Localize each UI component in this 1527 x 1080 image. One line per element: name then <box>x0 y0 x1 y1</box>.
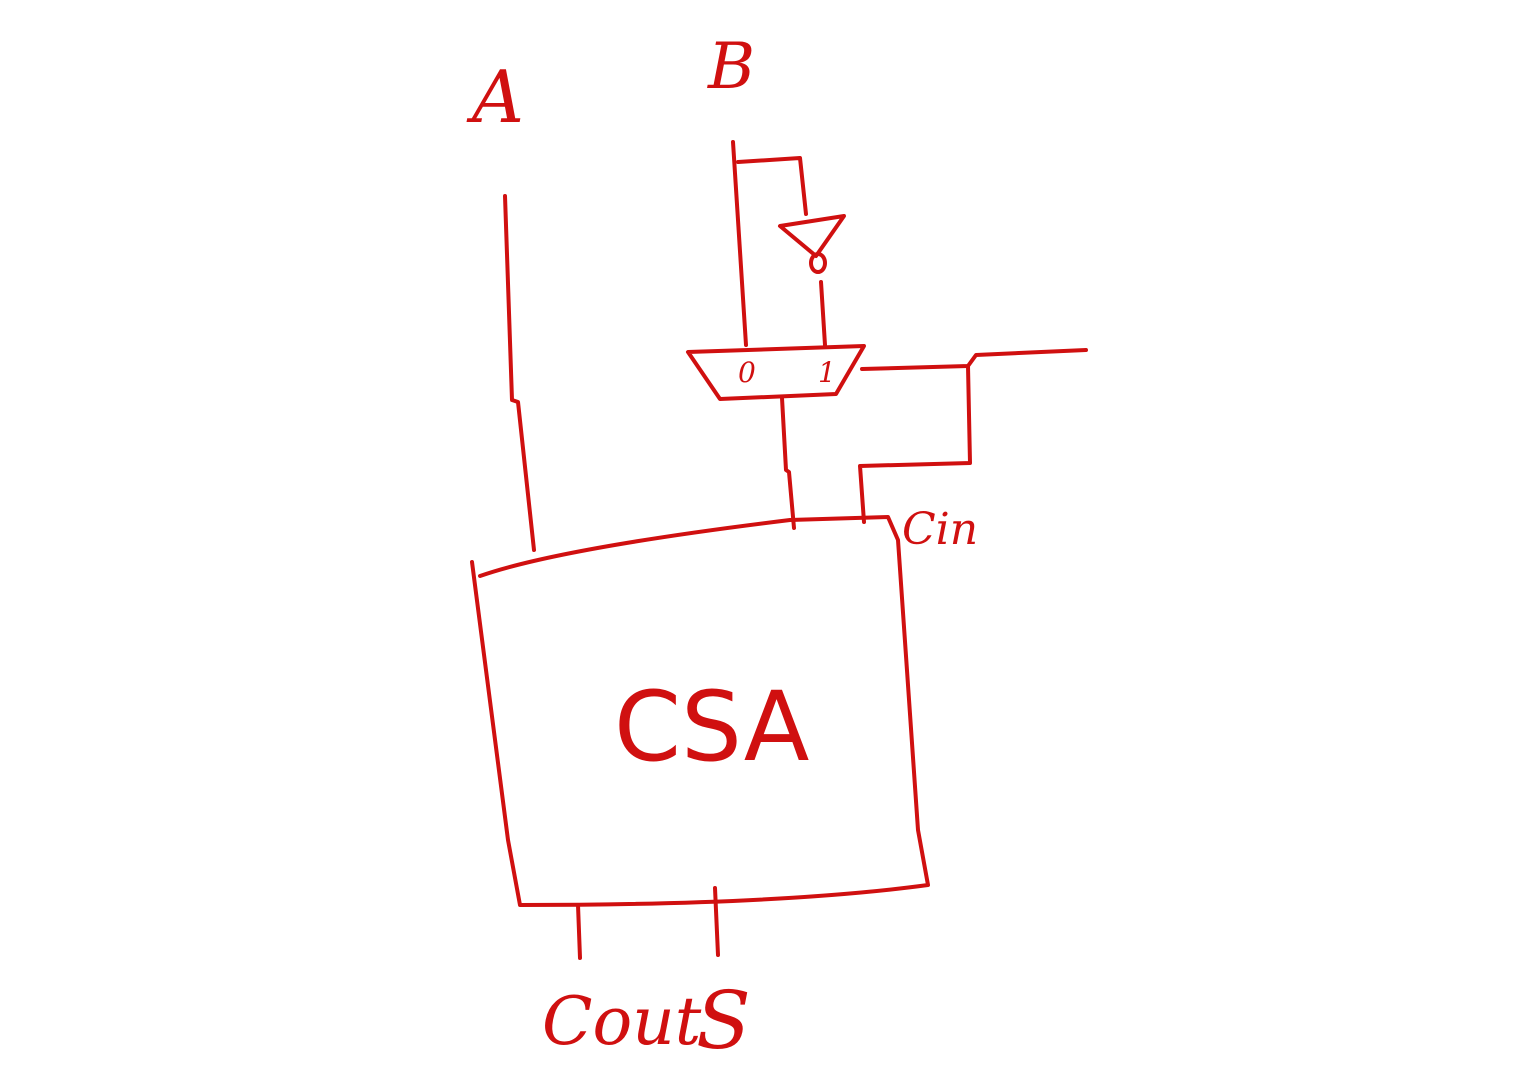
wire-cout <box>576 903 582 960</box>
wire-b-branch <box>736 156 808 216</box>
csa-block-label: CSA <box>614 671 809 783</box>
not-gate-bubble <box>809 252 827 274</box>
label-carry-in: Cin <box>902 504 978 555</box>
wire-mux-out <box>780 396 796 530</box>
label-input-a: A <box>466 55 524 139</box>
mux-input-1-label: 1 <box>818 356 836 389</box>
not-gate <box>778 214 846 258</box>
wire-select-to-cin <box>858 364 972 524</box>
wire-b-inverted <box>819 280 827 347</box>
wire-sum <box>713 886 720 957</box>
wire-a <box>503 194 536 552</box>
csa-block <box>470 515 930 907</box>
wire-b <box>731 140 748 347</box>
mux-input-0-label: 0 <box>738 356 756 389</box>
wire-select <box>860 348 1088 371</box>
multiplexer <box>686 344 866 401</box>
label-carry-out: Cout <box>542 983 702 1060</box>
label-input-b: B <box>707 30 755 104</box>
label-sum: S <box>696 974 751 1067</box>
